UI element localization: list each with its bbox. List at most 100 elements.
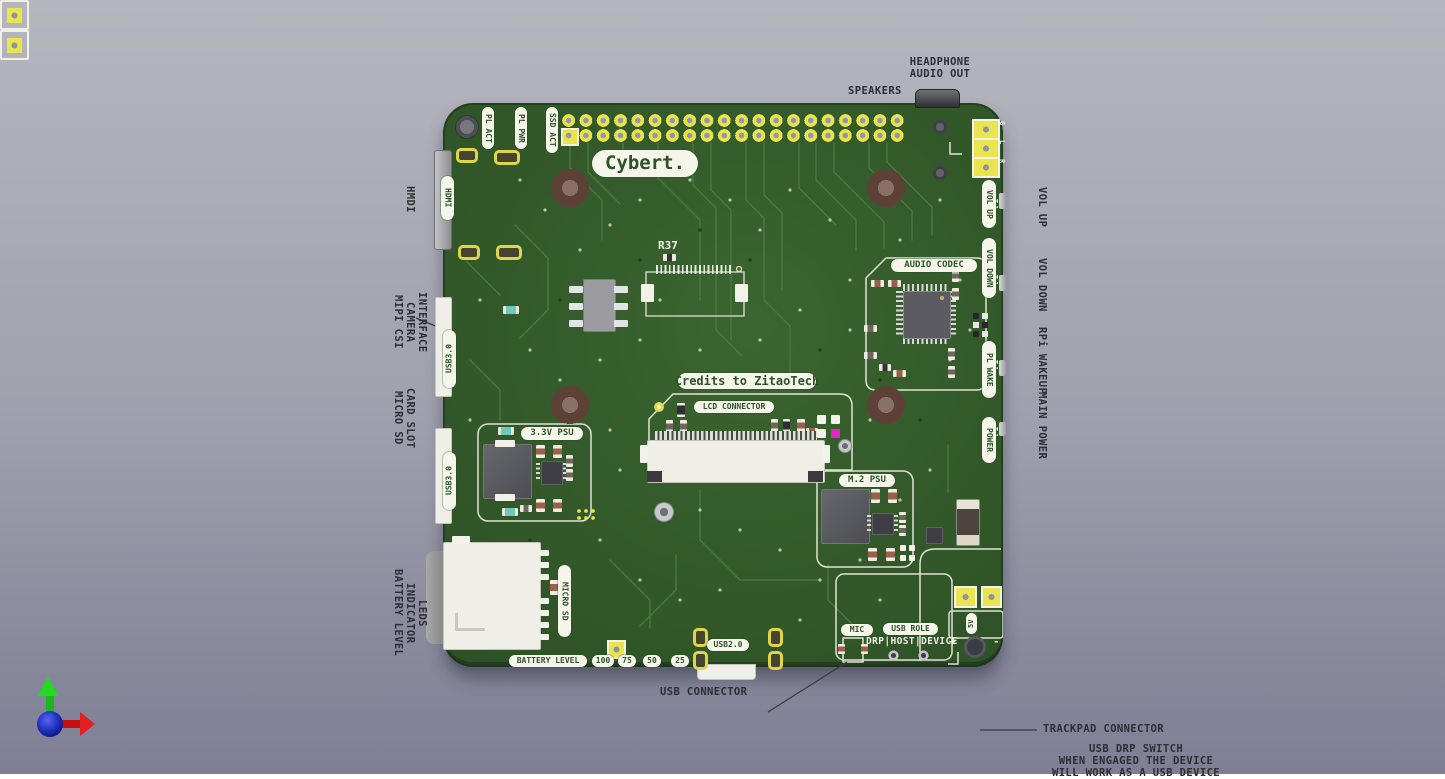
status-led bbox=[494, 150, 520, 165]
ffc-latch bbox=[808, 471, 823, 482]
pad bbox=[540, 562, 549, 568]
ic-pins bbox=[536, 463, 540, 481]
headphone-jack bbox=[915, 89, 960, 108]
pad bbox=[822, 445, 830, 463]
pad bbox=[768, 628, 783, 647]
audio-pad-label: L bbox=[998, 140, 1006, 145]
pad bbox=[693, 651, 708, 670]
pad bbox=[495, 494, 515, 501]
capacitor bbox=[503, 306, 519, 314]
chip-pin bbox=[569, 320, 583, 327]
capacitor bbox=[550, 580, 560, 595]
audio-pad-r bbox=[972, 157, 1000, 178]
capacitor bbox=[871, 489, 880, 503]
resistor bbox=[864, 325, 877, 332]
status-led bbox=[456, 148, 478, 163]
vol-down-label: VOL DOWN bbox=[1036, 258, 1048, 312]
lcd-ffc-connector bbox=[647, 440, 825, 483]
main-power-label: MAIN POWER bbox=[1036, 392, 1048, 460]
silk-m2-psu: M.2 PSU bbox=[839, 474, 895, 487]
silk-battery-75: 75 bbox=[618, 655, 636, 667]
pad bbox=[540, 574, 549, 580]
pad bbox=[495, 440, 515, 447]
ic-pins bbox=[562, 463, 566, 481]
vol-up-button bbox=[999, 193, 1006, 209]
speakers-label: SPEAKERS bbox=[848, 85, 902, 97]
chip-pin bbox=[614, 286, 628, 293]
silk-minus: - bbox=[993, 635, 1000, 648]
standoff-pad bbox=[550, 168, 590, 208]
ffc-latch bbox=[647, 471, 662, 482]
status-led bbox=[458, 245, 480, 260]
silk-micro-sd: MICRO SD bbox=[558, 565, 571, 637]
standoff bbox=[838, 439, 852, 453]
silk-pl-wake: PL WAKE bbox=[982, 341, 996, 398]
resistor bbox=[899, 512, 906, 523]
resistor bbox=[680, 420, 687, 433]
resistor bbox=[783, 419, 790, 432]
silk-battery-level: BATTERY LEVEL bbox=[509, 655, 587, 667]
resistor bbox=[566, 469, 573, 481]
resistor bbox=[948, 366, 955, 378]
silk-ssd-act: SSD ACT bbox=[546, 107, 558, 153]
micro-sd-card bbox=[426, 551, 448, 644]
board-name-label: Cybert. bbox=[592, 150, 698, 177]
footprint-pad bbox=[735, 284, 748, 302]
silk-pl-pwr: PL PWR bbox=[515, 107, 527, 149]
vol-up-label: VOL UP bbox=[1036, 187, 1048, 228]
silk-usb2: USB2.0 bbox=[707, 639, 749, 651]
gpio-header-row bbox=[560, 128, 906, 143]
speaker-pad bbox=[981, 586, 1002, 608]
mounting-hole bbox=[455, 115, 479, 139]
capacitor bbox=[893, 370, 906, 377]
pad bbox=[831, 415, 840, 424]
silk-battery-25: 25 bbox=[671, 655, 689, 667]
soic-chip bbox=[583, 279, 616, 332]
standoff-pad bbox=[866, 385, 906, 425]
qfp-pins bbox=[903, 337, 949, 344]
standoff-pad bbox=[550, 385, 590, 425]
chip-pin bbox=[614, 303, 628, 310]
silk-pl-act: PL ACT bbox=[482, 107, 494, 149]
resistor bbox=[952, 270, 959, 282]
status-led bbox=[496, 245, 522, 260]
resistor bbox=[864, 352, 877, 359]
pad bbox=[817, 415, 826, 424]
switch-pad bbox=[888, 650, 899, 661]
mic-pad bbox=[838, 644, 845, 654]
capacitor bbox=[886, 548, 895, 561]
capacitor bbox=[553, 445, 562, 458]
resistor bbox=[677, 403, 685, 417]
pin1-dot bbox=[940, 296, 944, 300]
pad bbox=[540, 550, 549, 556]
silk-power: POWER bbox=[982, 417, 996, 463]
regulator-ic bbox=[541, 461, 563, 485]
switch-pad bbox=[918, 650, 929, 661]
capacitor bbox=[871, 280, 884, 287]
silk-battery-100: 100 bbox=[592, 655, 614, 667]
battery-leds-label: BATTERY LEVEL INDICATOR LEDS bbox=[392, 569, 428, 657]
capacitor bbox=[868, 548, 877, 561]
silk-lcd-connector: LCD CONNECTOR bbox=[694, 401, 774, 413]
chip-pin bbox=[569, 303, 583, 310]
sd-slot-detail bbox=[455, 613, 458, 631]
mic-pad bbox=[861, 644, 868, 654]
small-ic bbox=[926, 527, 943, 544]
resistor bbox=[566, 455, 573, 467]
resistor bbox=[771, 419, 778, 432]
silk-hdmi: HDMI bbox=[441, 176, 454, 220]
audio-pad-label: G bbox=[998, 121, 1006, 126]
ffc-pins bbox=[653, 431, 817, 441]
pad bbox=[540, 634, 549, 640]
inductor bbox=[821, 489, 870, 544]
pad bbox=[900, 555, 906, 561]
pad bbox=[540, 622, 549, 628]
trackpad-connector-label: TRACKPAD CONNECTOR bbox=[1043, 723, 1164, 735]
silk-audio-codec: AUDIO CODEC bbox=[891, 259, 977, 272]
test-pad bbox=[933, 120, 947, 134]
power-pad-5v bbox=[0, 0, 29, 30]
sd-slot-tab bbox=[452, 536, 470, 544]
